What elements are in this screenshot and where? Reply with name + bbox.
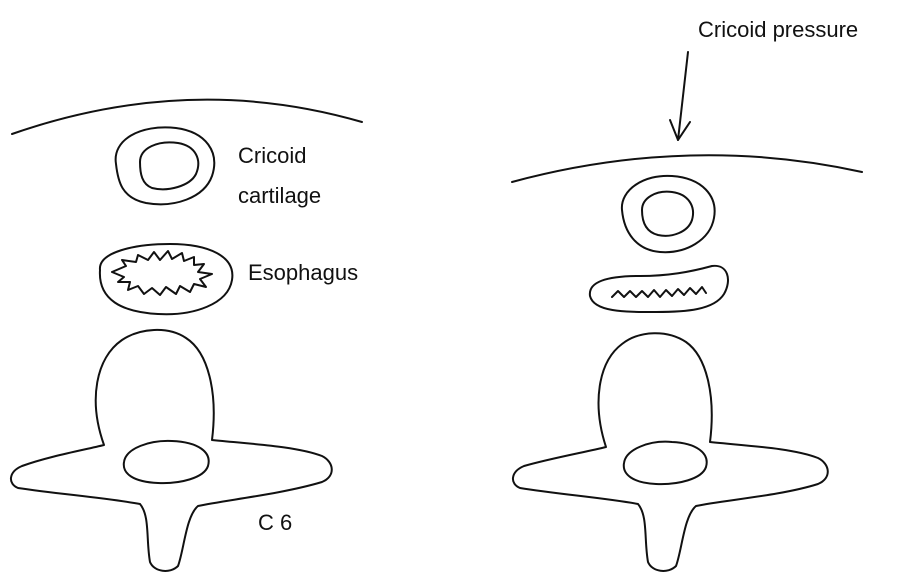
right-cricoid-cartilage [622, 176, 715, 252]
left-esophagus-lumen [112, 251, 212, 295]
cricoid-label-line2: cartilage [238, 183, 321, 208]
right-panel-pressure: Cricoid pressure [512, 17, 862, 571]
right-esophagus-compressed [590, 266, 728, 312]
vertebra-label: C 6 [258, 510, 292, 535]
left-skin-surface [12, 100, 362, 134]
left-panel-normal: Cricoid cartilage Esophagus C 6 [11, 100, 362, 571]
left-esophagus [100, 244, 232, 314]
right-vertebra-outline [513, 333, 828, 571]
right-vertebral-foramen [624, 442, 707, 484]
left-vertebral-foramen [124, 441, 209, 483]
left-cricoid-outer-ring [116, 127, 215, 204]
right-cricoid-inner-ring [642, 192, 693, 236]
cricoid-label-line1: Cricoid [238, 143, 306, 168]
right-c6-vertebra [513, 333, 828, 571]
left-cricoid-cartilage [116, 127, 215, 204]
left-cricoid-inner-ring [140, 142, 198, 189]
right-esophagus-lumen [612, 287, 706, 297]
esophagus-label: Esophagus [248, 260, 358, 285]
right-esophagus-outer [590, 266, 728, 312]
pressure-label: Cricoid pressure [698, 17, 858, 42]
pressure-arrow [670, 52, 690, 140]
right-cricoid-outer-ring [622, 176, 715, 252]
